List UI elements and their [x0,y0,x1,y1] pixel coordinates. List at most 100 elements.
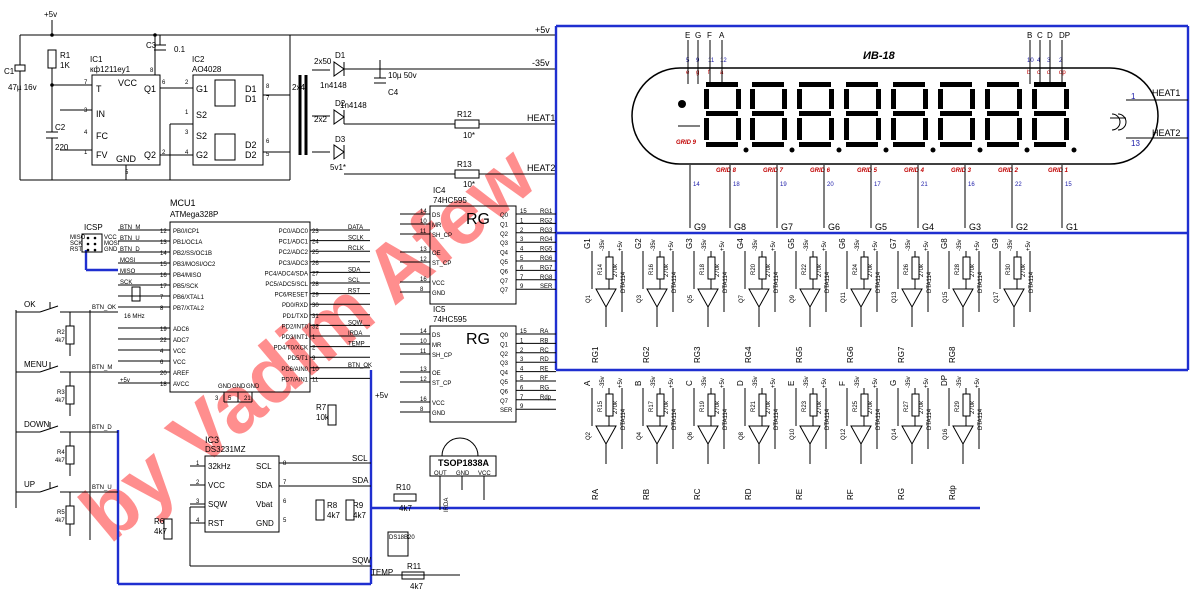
tube-gpin-2: 19 [780,182,787,188]
drivers_top-neg-1: -35v [651,239,657,251]
tr-l3: 2x2 [314,115,327,124]
ic5-in-1: MR [432,343,442,349]
drivers_top-q-3: Q7 [739,294,745,303]
tube-digit-5 [938,82,983,153]
ic5-out-2: Q2 [500,352,509,358]
mcu-rnet-13: BTN_OK [348,363,372,369]
mcu-rpin-1: PC1/ADC1 [279,240,309,246]
mcu-lpin-4: PB4/MISO [173,273,202,279]
mcu-lpin-10: VCC [173,349,186,355]
drivers_bot-tr-5: DTA114 [876,408,882,430]
ic2-pin-g1: G1 [196,84,208,94]
drivers_top-neg-3: -35v [753,239,759,251]
mcu-rnet-0: DATA [348,225,363,231]
ic4-net-1: RG2 [540,218,553,224]
mcu-lnet-4: MISO [120,269,136,275]
drivers_top-neg-5: -35v [855,239,861,251]
button-rv-2: 4k7 [55,458,65,464]
r12-ref: R12 [457,110,472,119]
mcu-rpin-5: PC5/ADC5/SCL [265,282,308,288]
r10-val: 4k7 [399,504,412,513]
tube-topr-letter-1: C [1037,31,1043,40]
tube-topr-num-3: 2 [1059,58,1063,64]
mcu-lnet-3: MOSI [120,258,136,264]
ic4-out-6: Q6 [500,269,509,275]
drivers_top-bot-0: RG1 [591,346,600,363]
tube-digit-4 [891,82,936,153]
rtc-net-scl: SCL [352,454,368,463]
drivers_top-pos-6: +5v [924,241,930,251]
tube-grid-2: GRID 7 [763,168,784,174]
drivers_bot-rv-3: 270k [766,400,772,414]
tube-top-letter-3: A [719,31,725,40]
drivers_bot-label-2: C [685,380,694,386]
rtc-rpin-3: GND [256,519,274,528]
mcu-rpin-6: PC6/RESET [275,293,309,299]
ic4-net-8: SER [540,284,553,290]
ic4-innum-1: 10 [420,219,427,225]
drivers_top-neg-7: -35v [957,239,963,251]
tube-grid-6: GRID 3 [951,168,972,174]
mcu-lpin-num-5: 17 [160,284,167,290]
r8-val: 4k7 [327,511,340,520]
drivers_bot-pos-3: +5v [771,378,777,388]
c2-ref: C2 [55,123,66,132]
tube-gpin-4: 17 [874,182,881,188]
tube-gout-4: G5 [875,222,887,232]
ic5-in-6: GND [432,411,446,417]
drivers_bot-tr-2: DTA114 [723,408,729,430]
drivers_top-r-5: R24 [853,263,859,275]
drivers_bot-r-5: R25 [853,400,859,412]
mcu-gnd1: GND [218,384,232,390]
mcu-lpin-5: PB5/SCK [173,284,198,290]
r6-val: 4k7 [154,527,167,536]
ic5-innum-6: 8 [420,407,424,413]
rtc-rpin-0: SCL [256,462,272,471]
drivers_bot-label-4: E [787,381,796,386]
drivers_bot-bot-1: RB [642,489,651,500]
icsp-r1: VCC [104,235,117,241]
tube-top-num-2: 11 [708,58,715,64]
drivers_top-neg-8: -35v [1008,239,1014,251]
tube-digit-2 [797,82,842,153]
ic2-n5: 8 [266,84,270,90]
ic4-in-3: OE [432,251,441,257]
blue-frames [84,24,1190,586]
ic2-pin-d1b: D1 [245,94,257,104]
button-r-0: R2 [57,330,65,336]
c3-val: 0.1 [174,45,186,54]
ic4-net-7: RG8 [540,275,553,281]
ic4-in-6: GND [432,291,446,297]
button-net-0: BTN_OK [92,305,116,311]
mcu-lpin-num-3: 15 [160,262,167,268]
mcu-lpin-num-9: 22 [160,338,167,344]
ic1-pin-t: T [96,84,102,94]
mcu-rpin-12: PD5/T1 [288,356,309,362]
ic4-net-0: RG1 [540,209,553,215]
drivers_top-neg-6: -35v [906,239,912,251]
mcu-lpin-1: PB1/OC1A [173,240,202,246]
drivers_bot-q-1: Q4 [637,431,643,440]
tube-gout-6: G3 [969,222,981,232]
r12-val: 10* [463,131,475,140]
drivers_bot-neg-3: -35v [753,376,759,388]
drivers_top-rv-7: 270k [970,263,976,277]
ic4-outnum-5: 5 [520,256,524,262]
tube-top-red-2: f [708,70,710,76]
rtc-net-sqw: SQW [352,556,372,565]
rtc-lpin-1: VCC [208,481,225,490]
mcu-rpin-num-1: 24 [312,240,319,246]
drivers_bot-pos-2: +5v [720,378,726,388]
drivers_bot-q-5: Q12 [841,428,847,440]
drivers_bot-tr-4: DTA114 [825,408,831,430]
